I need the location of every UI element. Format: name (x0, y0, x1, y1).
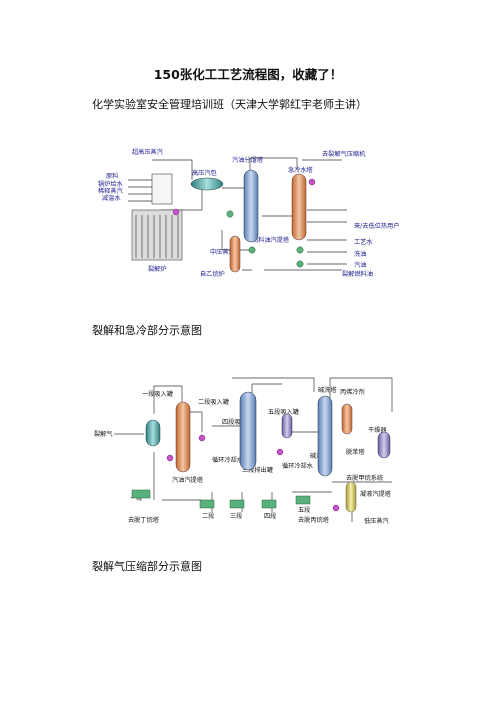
label-lp-steam: 低压蒸汽 (364, 517, 389, 525)
label-fuel-oil-tower: 燃料油汽提塔 (252, 236, 290, 244)
condensate-stripper-icon (345, 481, 357, 513)
pump-icon (308, 178, 316, 186)
exchanger-icon (198, 434, 206, 442)
label-caustic-wash: 碱洗塔 (318, 386, 337, 394)
exchanger-icon (296, 246, 304, 254)
exchanger-icon (226, 210, 234, 218)
label-process-water: 工艺水 (354, 238, 373, 246)
hp-drum-icon (190, 177, 224, 191)
compressor-icon (199, 499, 215, 509)
stage3-drum-icon (239, 391, 257, 471)
label-cracking-furnace: 裂解炉 (148, 265, 167, 273)
label-stage2: 二段 (202, 512, 214, 520)
stage5-suction-drum-icon (281, 413, 293, 439)
quench-tower-icon (291, 173, 307, 241)
label-from-ethylene-unit: 自乙烷炉 (200, 270, 225, 278)
gasoline-fractionator-icon (243, 169, 259, 243)
label-stage5-suction: 五段吸入罐 (268, 408, 299, 416)
label-to-compressor: 去裂解气压缩机 (322, 150, 366, 158)
label-gasoline-stripper: 汽油汽提塔 (172, 476, 204, 484)
label-stage5: 五段 (298, 506, 310, 514)
label-condensate-stripper: 凝液汽提塔 (360, 490, 392, 498)
label-wash-oil: 洗油 (354, 250, 366, 258)
exchanger-icon (332, 504, 340, 512)
exchanger-icon (248, 246, 256, 254)
label-gasoline-fractionator: 汽油分馏塔 (232, 156, 264, 164)
label-dryer: 干燥器 (368, 426, 387, 434)
label-stage2-suction: 二段吸入罐 (198, 398, 229, 406)
label-caustic: 碱液 (310, 452, 322, 460)
caustic-wash-tower-icon (317, 395, 333, 477)
caption-figure1: 裂解和急冷部分示意图 (92, 324, 202, 337)
label-stage3: 三段 (230, 512, 242, 520)
exchanger-icon (296, 260, 304, 268)
quench-exchanger-icon (151, 173, 173, 205)
label-cooling-water: 循环冷却水 (212, 456, 244, 464)
caption-figure2: 裂解气压缩部分示意图 (92, 560, 202, 573)
label-cooling-water-2: 循环冷却水 (282, 462, 314, 470)
label-gasoline: 汽油 (354, 261, 366, 269)
compressor-icon (131, 489, 151, 499)
label-dilution-steam: 稀释蒸汽 (98, 187, 123, 195)
label-quench-tower: 急冷水塔 (288, 166, 314, 174)
compressor-icon (295, 495, 311, 505)
label-stage1-suction: 一段吸入罐 (142, 390, 173, 398)
label-ultra-hp-steam: 超高压蒸汽 (132, 148, 163, 156)
label-feed: 原料 (106, 172, 118, 180)
label-cracked-fuel-oil: 裂解燃料油 (342, 270, 373, 278)
cracking-furnace-icon (131, 209, 183, 261)
flow-diagram-cracking-quench: 超高压蒸汽 原料 锅炉给水 稀释蒸汽 减温水 高压汽包 裂解炉 汽油分馏塔 急冷… (92, 140, 412, 280)
label-stage3-discharge: 三段排出罐 (242, 466, 273, 474)
exchanger-icon (276, 448, 284, 456)
page-title: 150张化工工艺流程图，收藏了！ (153, 67, 343, 82)
propylene-chiller-icon (341, 403, 353, 435)
pump-icon (172, 208, 180, 216)
label-propylene-chiller: 丙烯冷剂 (340, 388, 365, 396)
label-stage4-suction: 四段吸入罐 (222, 418, 253, 426)
stage2-suction-drum-icon (175, 401, 191, 473)
label-stage4: 四段 (264, 512, 276, 520)
compressor-icon (229, 499, 245, 509)
stage1-suction-drum-icon (145, 419, 161, 447)
label-debutanizer: 脱苯塔 (346, 448, 365, 456)
flow-diagram-compression: 裂解气 一段吸入罐 二段吸入罐 四段吸入罐 五段吸入罐 碱洗塔 丙烯冷剂 干燥器… (92, 372, 412, 536)
label-boiler-feed-water: 锅炉给水 (98, 180, 124, 188)
dryer-icon (377, 431, 391, 459)
fuel-oil-stripper-icon (229, 235, 241, 273)
label-blowdown-water: 减温水 (102, 194, 121, 202)
label-mp-steam: 中压蒸汽 (210, 248, 235, 256)
compressor-icon (261, 499, 277, 509)
label-heat-users: 来/去低位热用户 (354, 222, 399, 230)
label-to-demethanizer: 去脱甲烷系统 (346, 474, 383, 482)
label-hp-drum: 高压汽包 (192, 169, 217, 177)
label-to-depropanizer: 去脱丙烷塔 (298, 516, 330, 524)
page-subtitle: 化学实验室安全管理培训班（天津大学郭红宇老师主讲） (92, 98, 367, 111)
label-to-debutanizer: 去脱丁烷塔 (128, 516, 160, 524)
label-cracked-gas: 裂解气 (94, 430, 113, 438)
exchanger-icon (166, 454, 174, 462)
